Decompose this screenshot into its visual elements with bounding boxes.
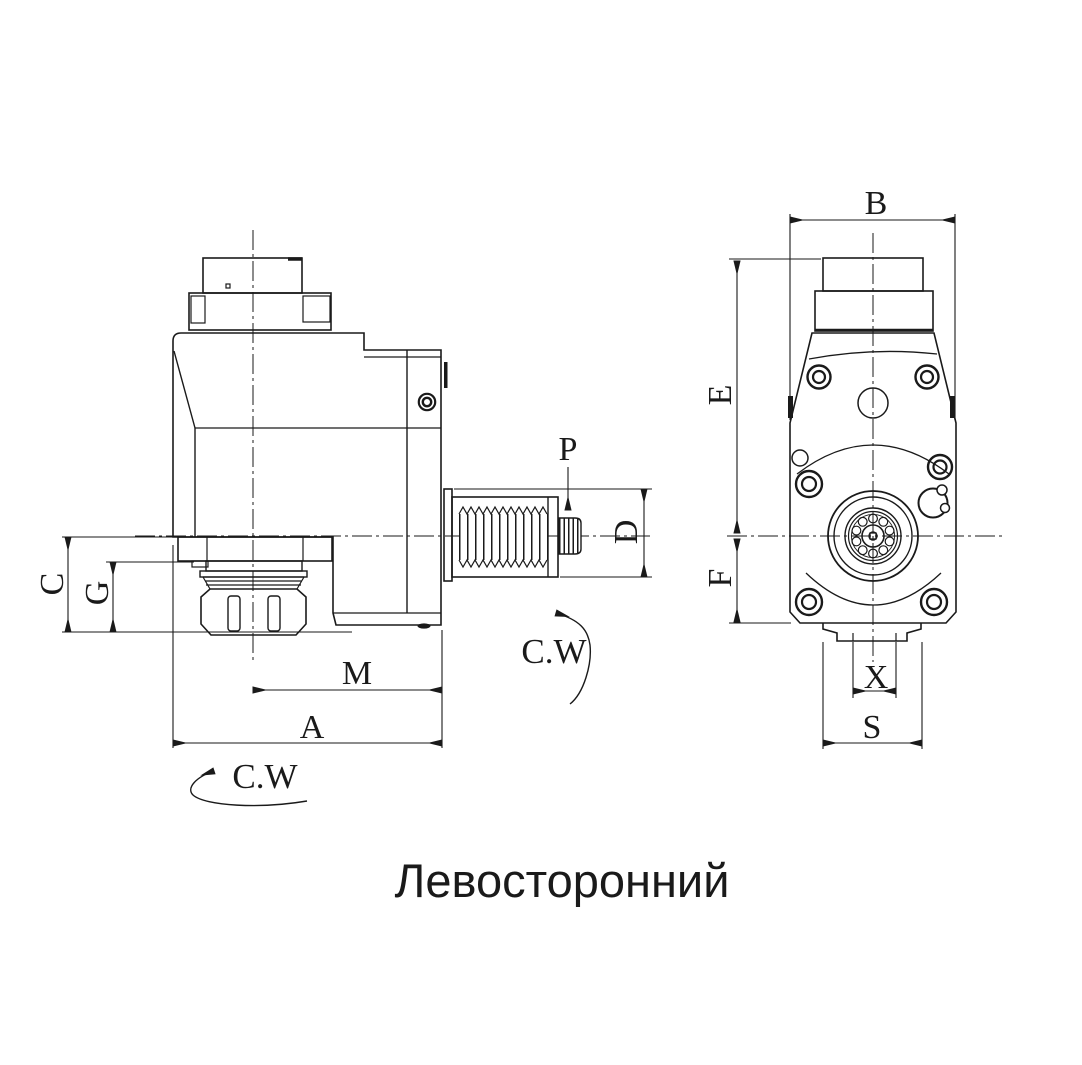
dim-label-f: F — [702, 569, 739, 588]
caption: Левосторонний — [395, 854, 730, 907]
side-view — [135, 230, 650, 662]
shank-thread-stripes — [459, 514, 548, 560]
dim-label-s: S — [863, 709, 882, 746]
shank-spline-tip — [558, 517, 582, 555]
dim-label-d: D — [608, 520, 645, 545]
collet-hub — [205, 560, 303, 572]
collet-cone — [202, 576, 305, 590]
drive-boss — [827, 490, 919, 582]
dim-label-c: C — [34, 573, 71, 596]
dim-label-x: X — [864, 659, 889, 696]
dim-label-b: B — [865, 185, 888, 222]
spindle-lug-left — [190, 295, 206, 324]
spindle-flange — [177, 536, 333, 562]
dim-label-p: P — [559, 431, 578, 468]
cw-rotation-arrow-bottom — [190, 767, 308, 807]
spindle-lug-right — [302, 295, 331, 323]
screw-hole-icon — [417, 392, 437, 412]
center-pin-hole — [857, 387, 889, 419]
front-tab-right — [950, 396, 955, 418]
side-tab-mark — [444, 362, 448, 388]
flange-step — [191, 560, 209, 568]
collet-nut-slot-left — [227, 595, 241, 632]
cw-label-side: C.W — [521, 632, 586, 671]
dim-label-m: M — [342, 655, 372, 692]
spindle-top-dot — [225, 283, 231, 289]
front-lower-block — [814, 290, 934, 332]
shank-thread-crest-top — [458, 505, 548, 516]
screw-hole-icon — [914, 364, 940, 390]
body-chamfer-edge — [173, 350, 196, 429]
small-hole — [791, 449, 809, 467]
spline-bore — [851, 513, 895, 559]
clamp-detail — [917, 484, 951, 519]
screw-hole-icon — [806, 364, 832, 390]
dim-label-a: A — [300, 709, 325, 746]
housing-arc-top — [796, 444, 950, 475]
screw-hole-icon — [794, 469, 824, 499]
screw-hole-icon — [919, 587, 949, 617]
front-view — [727, 233, 1005, 662]
collet-nut — [200, 588, 307, 636]
screw-hole-icon — [794, 587, 824, 617]
cw-label-bottom: C.W — [232, 757, 297, 796]
collet-nut-slot-right — [267, 595, 281, 632]
spindle-lower-block — [188, 292, 332, 331]
bottom-tang — [822, 623, 922, 642]
side-view-dimensions — [62, 467, 652, 807]
front-body-outline — [789, 332, 957, 624]
screw-hole-icon — [926, 453, 954, 481]
dim-label-g: G — [79, 581, 116, 606]
shank-flange — [443, 488, 453, 582]
body-outline — [172, 332, 442, 626]
housing-arc-bottom — [805, 572, 942, 606]
bottom-detent-mark — [417, 623, 431, 629]
dim-label-e: E — [702, 385, 739, 406]
shank-cylinder — [451, 496, 559, 578]
front-top-arc — [808, 350, 938, 360]
cw-rotation-arrow-side — [554, 609, 592, 705]
front-view-dimensions — [729, 214, 956, 749]
shank-thread-crest-bottom — [458, 558, 548, 569]
